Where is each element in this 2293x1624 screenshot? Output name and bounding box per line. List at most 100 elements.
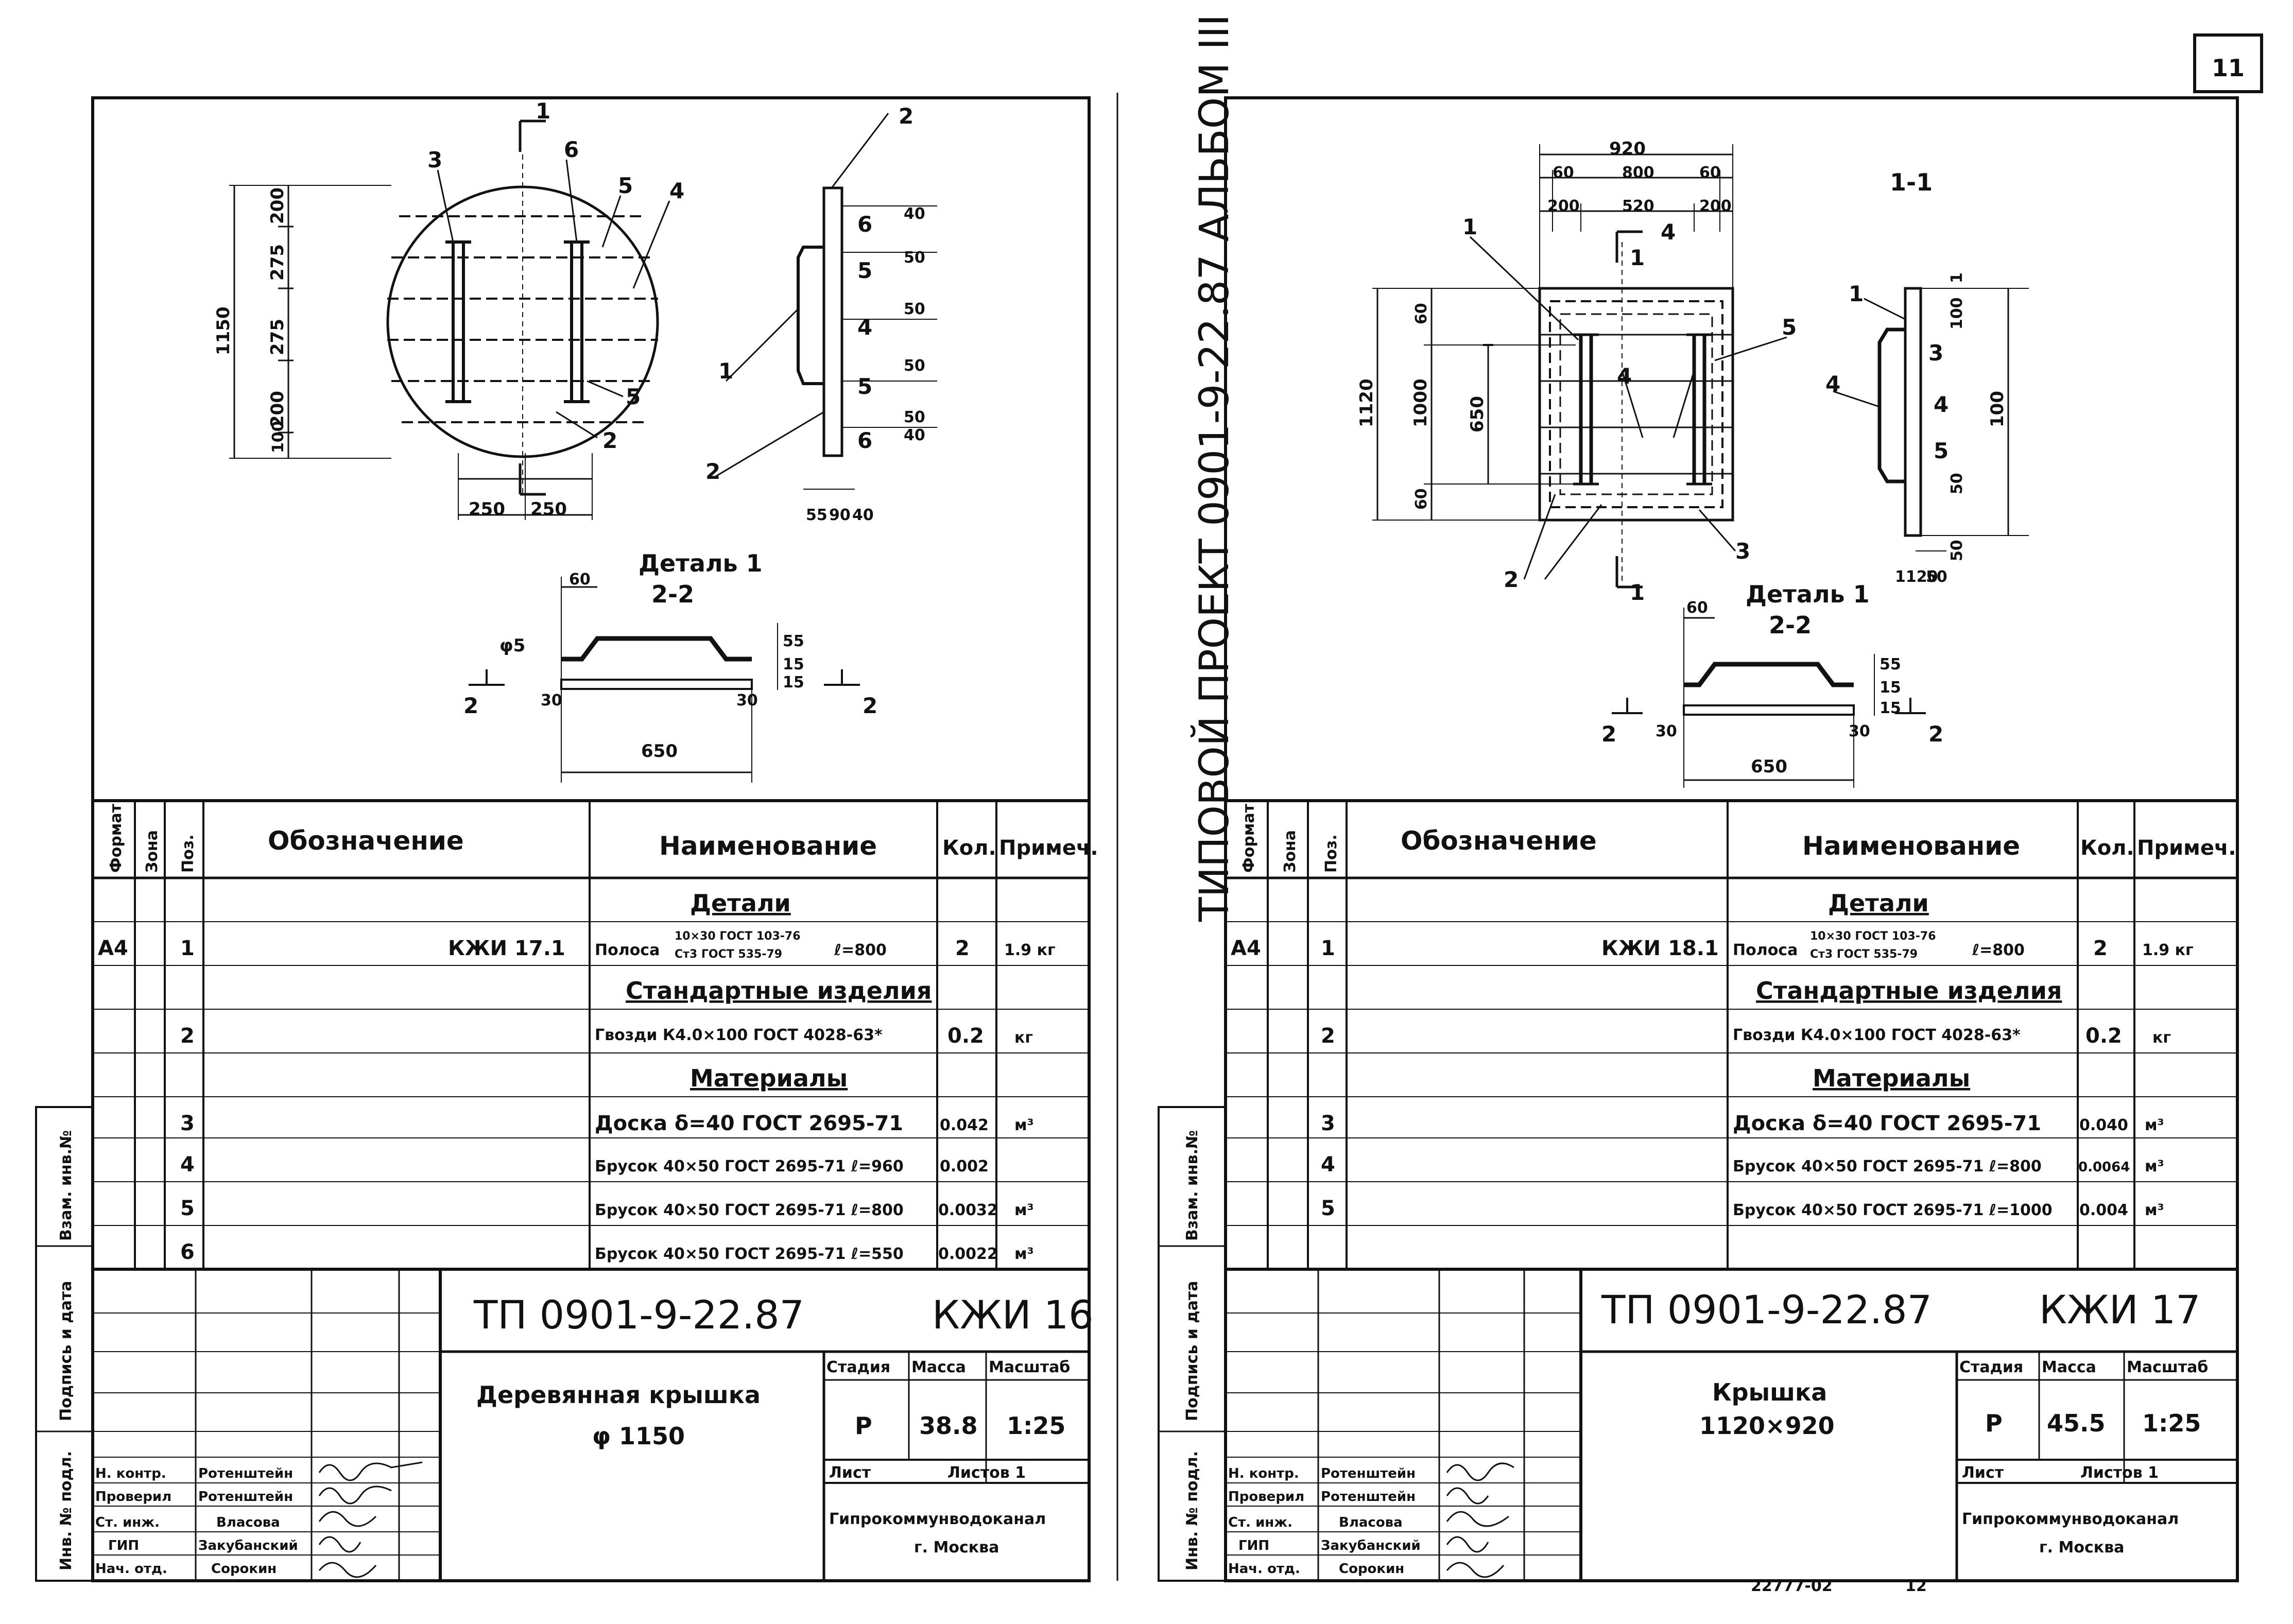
right-lbl-scale: Масштаб [2127, 1358, 2208, 1376]
right-dim-60c: 60 [1412, 303, 1430, 324]
right-detail-section: 2-2 [1769, 611, 1812, 639]
left-role-2: Проверил [95, 1489, 171, 1505]
left-detail-dim-30a: 30 [541, 692, 562, 710]
left-detail-dim-15a: 15 [783, 655, 804, 673]
left-detail-mark-2b: 2 [863, 693, 877, 718]
right-pos-4b: 4 [1617, 364, 1632, 389]
left-signatures [318, 1461, 423, 1578]
left-row3-note: м³ [1014, 1116, 1034, 1134]
right-dim-800: 800 [1622, 164, 1654, 182]
left-side-section [715, 113, 937, 490]
left-side-dim-55: 55 [806, 506, 827, 524]
right-dim-1120: 1120 [1356, 378, 1377, 427]
left-hdr-zone: Зона [143, 830, 161, 873]
right-row1-name: Полоса [1733, 941, 1798, 959]
left-row1-name: Полоса [595, 941, 660, 959]
right-dim-200b: 200 [1699, 197, 1732, 215]
left-pos-3: 3 [427, 147, 442, 172]
right-name-5: Сорокин [1339, 1561, 1404, 1577]
left-detail-dim-60: 60 [569, 571, 591, 589]
left-name-3: Власова [216, 1515, 280, 1530]
right-side-dim-40: 50 [1926, 568, 1947, 586]
right-role-3: Ст. инж. [1228, 1515, 1292, 1530]
left-sec-materials: Материалы [690, 1064, 848, 1092]
right-hdr-designation: Обозначение [1401, 826, 1597, 856]
left-frame [91, 96, 1091, 1582]
right-detail-dim-650: 650 [1751, 756, 1787, 777]
right-lbl-stage: Стадия [1959, 1358, 2023, 1376]
right-lbl-sheet: Лист [1962, 1464, 2004, 1482]
right-hdr-format: Формат [1240, 803, 1258, 873]
left-detail-dim-650: 650 [641, 741, 678, 762]
right-sec-standard: Стандартные изделия [1756, 977, 2062, 1005]
right-name-1: Ротенштейн [1321, 1466, 1416, 1481]
left-lbl-stage: Стадия [826, 1358, 890, 1376]
left-pos-6: 6 [564, 137, 579, 162]
right-dim-650: 650 [1467, 396, 1488, 433]
left-role-3: Ст. инж. [95, 1515, 160, 1530]
left-side-pos-5a: 5 [857, 258, 872, 283]
left-row4-name: Брусок 40×50 ГОСТ 2695-71 ℓ=960 [595, 1157, 904, 1176]
right-hdr-zone: Зона [1281, 830, 1299, 873]
left-lid-plan [229, 119, 670, 520]
left-row6-note: м³ [1014, 1245, 1034, 1263]
right-stage: Р [1985, 1409, 2003, 1437]
right-dim-60a: 60 [1553, 164, 1574, 182]
left-side-dim-90: 90 [829, 506, 851, 524]
left-spec-table [93, 799, 1089, 1271]
left-side-dim-50c: 50 [904, 357, 925, 375]
right-dim-920: 920 [1609, 139, 1646, 159]
left-row3-name: Доска δ=40 ГОСТ 2695-71 [595, 1112, 903, 1135]
right-side-section [1833, 287, 2029, 551]
left-inv-label: Инв. № подл. [57, 1451, 75, 1570]
right-sign-label: Подпись и дата [1183, 1281, 1201, 1421]
left-sec-details: Детали [690, 889, 791, 917]
left-row6-name: Брусок 40×50 ГОСТ 2695-71 ℓ=550 [595, 1245, 904, 1263]
left-lbl-sheet: Лист [829, 1464, 871, 1482]
right-lbl-sheets: Листов 1 [2080, 1464, 2159, 1482]
right-row3-pos: 3 [1321, 1112, 1335, 1135]
left-detail-mark-2a: 2 [463, 693, 478, 718]
left-name-4: Закубанский [198, 1538, 298, 1553]
right-item-size: 1120×920 [1699, 1412, 1835, 1440]
left-row2-pos: 2 [180, 1024, 195, 1048]
right-side-pos-1: 4 [1825, 371, 1840, 396]
right-name-4: Закубанский [1321, 1538, 1421, 1553]
right-row3-note: м³ [2145, 1116, 2164, 1134]
side-title: ТИПОВОЙ ПРОЕКТ 0901-9-22.87 АЛЬБОМ III [1191, 14, 1238, 922]
left-pos-2: 2 [602, 428, 617, 453]
right-city: г. Москва [2039, 1539, 2124, 1557]
right-item-name: Крышка [1712, 1378, 1827, 1406]
left-side-dim-50b: 50 [904, 300, 925, 318]
right-lid-plan [1372, 144, 1787, 589]
left-mass: 38.8 [919, 1412, 978, 1440]
page-number-box: 11 [2193, 33, 2263, 93]
left-dim-200b: 200 [267, 391, 288, 427]
right-row1-tail: ℓ=800 [1972, 941, 2025, 959]
right-inv2-label: Взам. инв.№ [1183, 1130, 1201, 1241]
left-hdr-format: Формат [107, 803, 125, 873]
right-dim-60d: 60 [1412, 488, 1430, 510]
left-org: Гипрокоммунводоканал [829, 1510, 1046, 1528]
left-dim-250a: 250 [469, 499, 505, 520]
left-dim-275b: 275 [267, 319, 288, 355]
left-side-dim-50a: 50 [904, 249, 925, 267]
right-row1-des: КЖИ 18.1 [1601, 937, 1719, 960]
right-dim-200a: 200 [1547, 197, 1580, 215]
right-side-dim-50: 1120 [1895, 568, 1938, 586]
left-row1-tail: ℓ=800 [834, 941, 887, 959]
right-row4-qty: 0.0064 [2078, 1160, 2130, 1175]
left-row4-pos: 4 [180, 1153, 195, 1177]
left-pos-5a: 5 [618, 173, 633, 198]
right-lbl-mass: Масса [2042, 1358, 2096, 1376]
right-role-5: Нач. отд. [1228, 1561, 1300, 1577]
left-row1-note: 1.9 кг [1004, 941, 1056, 959]
right-hdr-name: Наименование [1802, 831, 2020, 861]
right-role-4: ГИП [1238, 1538, 1269, 1553]
right-title-block [1226, 1269, 2237, 1581]
right-mass: 45.5 [2047, 1409, 2106, 1437]
left-row4-qty: 0.002 [940, 1157, 989, 1176]
right-scale: 1:25 [2142, 1409, 2201, 1437]
left-title-block [93, 1269, 1089, 1581]
left-pos-5b: 5 [626, 384, 641, 409]
